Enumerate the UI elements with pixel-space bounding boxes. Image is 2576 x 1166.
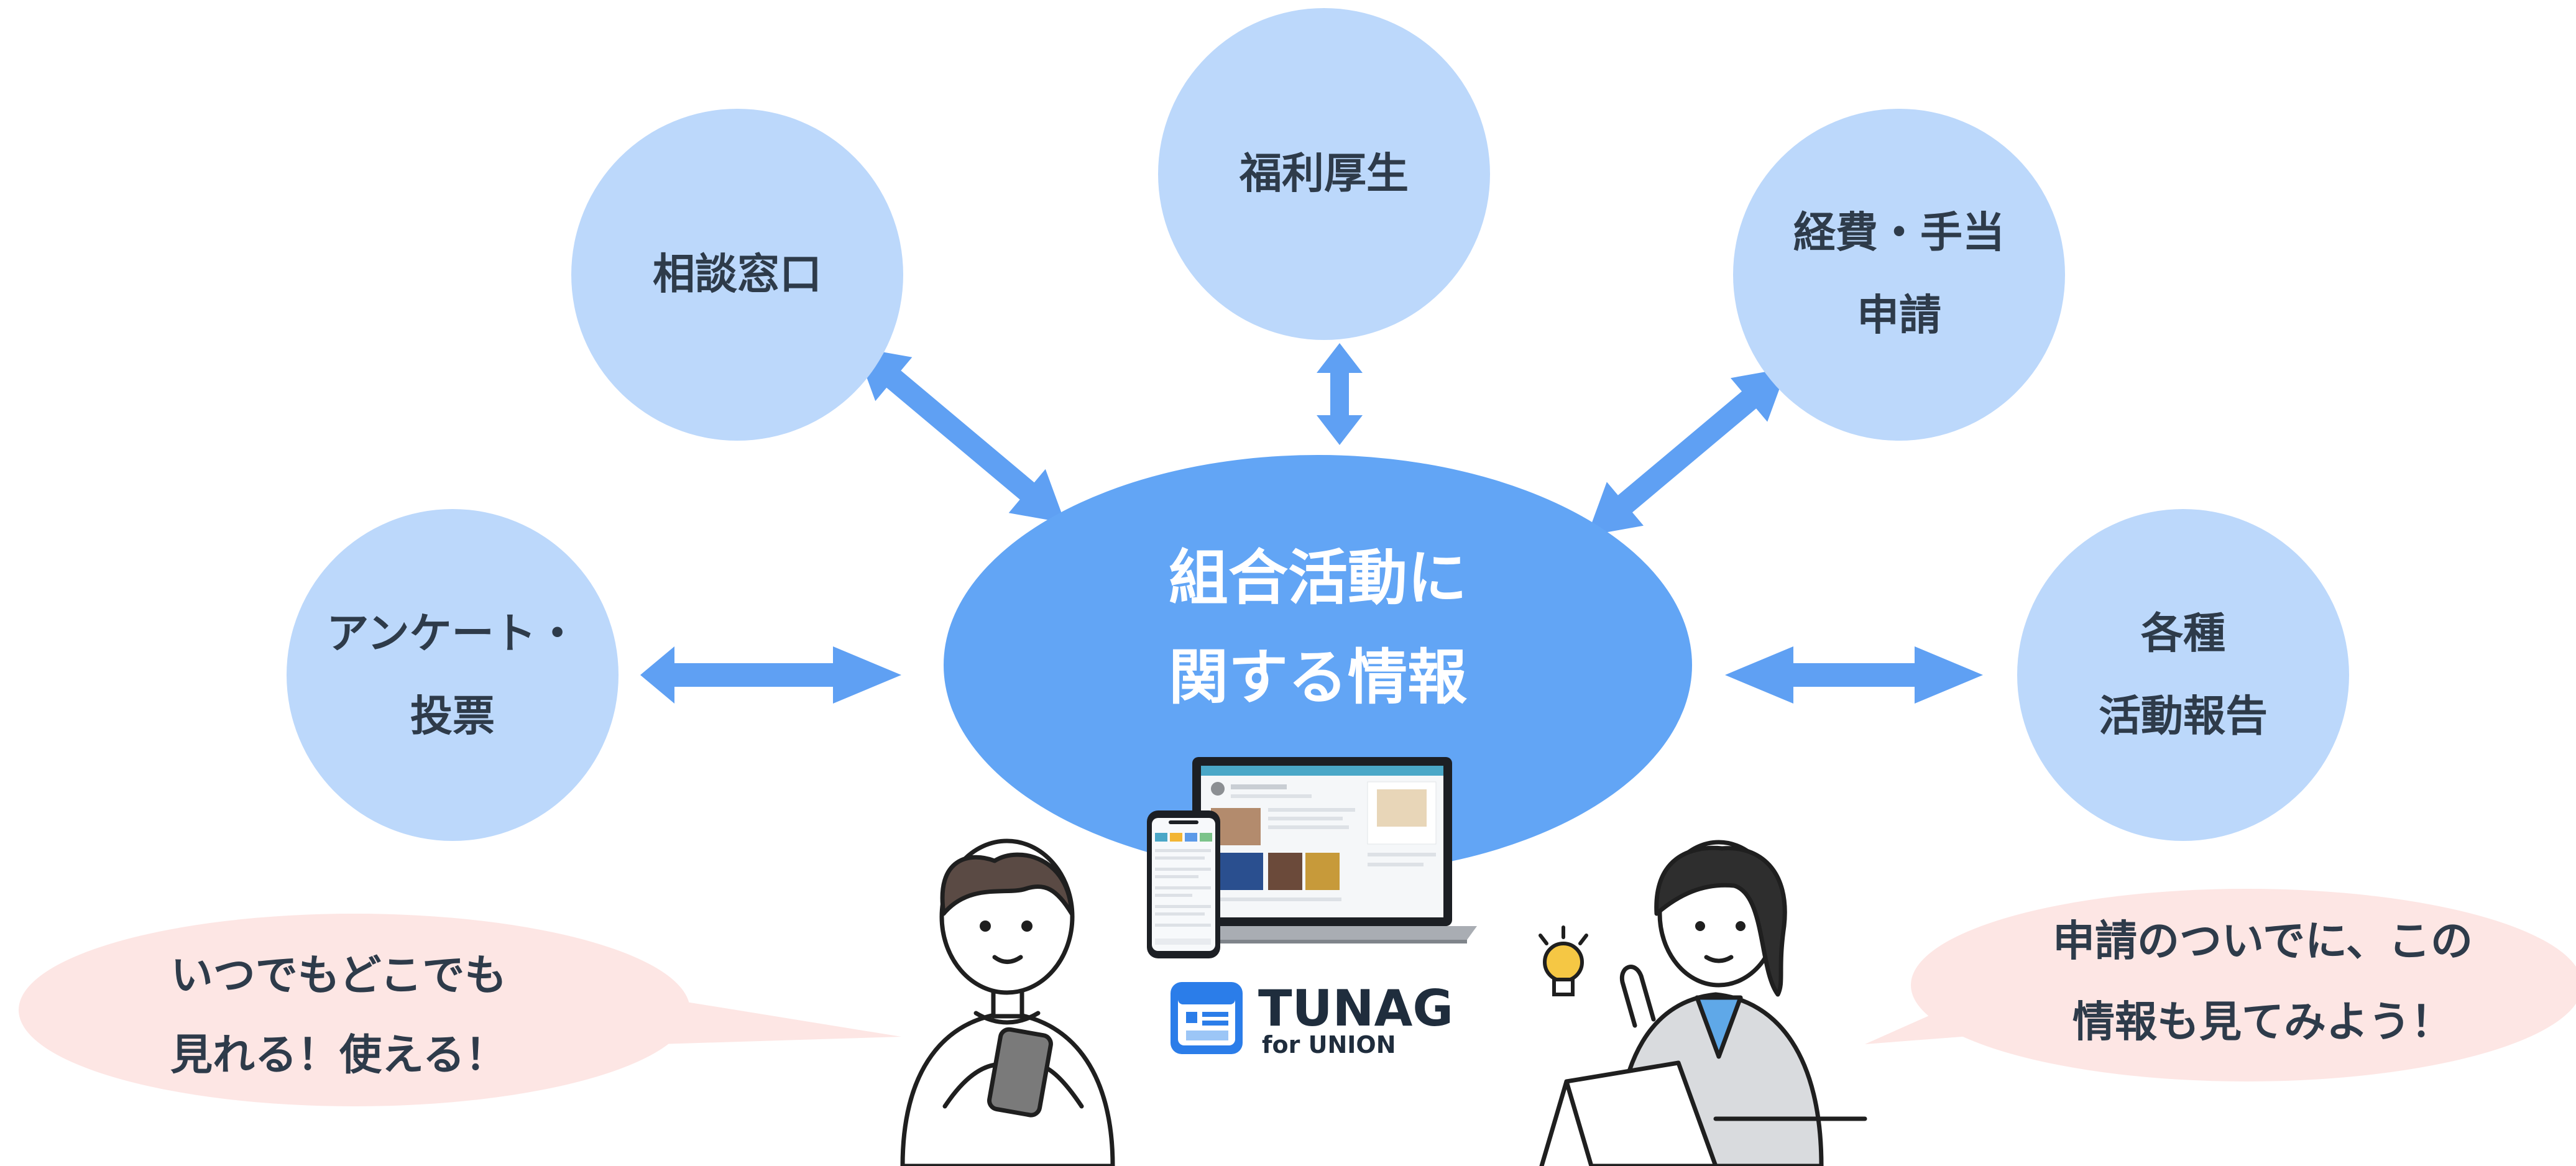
node-soudan-label: 相談窓口 [653,250,822,300]
node-report-label-1: 各種 [2141,610,2225,659]
arrow-soudan-center [855,347,1065,523]
node-report: 各種 活動報告 [2017,509,2349,841]
node-soudan: 相談窓口 [571,109,903,441]
lightbulb-icon [1539,925,1588,996]
bubble-left-line-2: 見れる！使える！ [170,1031,507,1080]
smartphone-icon [1147,810,1220,958]
node-fukuri-label: 福利厚生 [1239,150,1409,199]
arrow-keihi-center [1587,368,1787,536]
node-keihi-label-1: 経費・手当 [1793,209,2005,258]
arrow-survey-center [640,646,901,704]
center-label-2: 関する情報 [1169,643,1467,712]
node-survey-label-2: 投票 [410,692,495,741]
node-keihi: 経費・手当 申請 [1733,109,2065,441]
bubble-right-line-1: 申請のついでに、この [2053,917,2473,966]
node-keihi-label-2: 申請 [1857,292,1941,341]
arrow-center-report [1725,646,1983,704]
tunag-logo-icon [1171,982,1243,1054]
arrows [640,343,1983,704]
center-node: 組合活動に 関する情報 [944,455,1692,875]
tunag-logo: TUNAG for UNION [1171,980,1453,1058]
bubble-left: いつでもどこでも 見れる！使える！ [19,914,901,1106]
tunag-logo-tagline: for UNION [1262,1031,1396,1058]
woman-with-laptop-illustration [1539,840,1867,1166]
bubble-left-line-1: いつでもどこでも [171,952,507,1001]
tunag-logo-name: TUNAG [1258,980,1453,1037]
bubble-right: 申請のついでに、この 情報も見てみよう！ [1865,889,2576,1081]
node-report-label-2: 活動報告 [2099,692,2268,741]
center-label-1: 組合活動に [1169,543,1467,613]
arrow-fukuri-center [1317,343,1363,445]
bubble-right-line-2: 情報も見てみよう！ [2072,998,2453,1047]
node-survey-label-1: アンケート・ [326,610,578,659]
node-fukuri: 福利厚生 [1158,8,1490,340]
node-survey: アンケート・ 投票 [287,509,619,841]
man-with-phone-illustration [900,838,1115,1166]
